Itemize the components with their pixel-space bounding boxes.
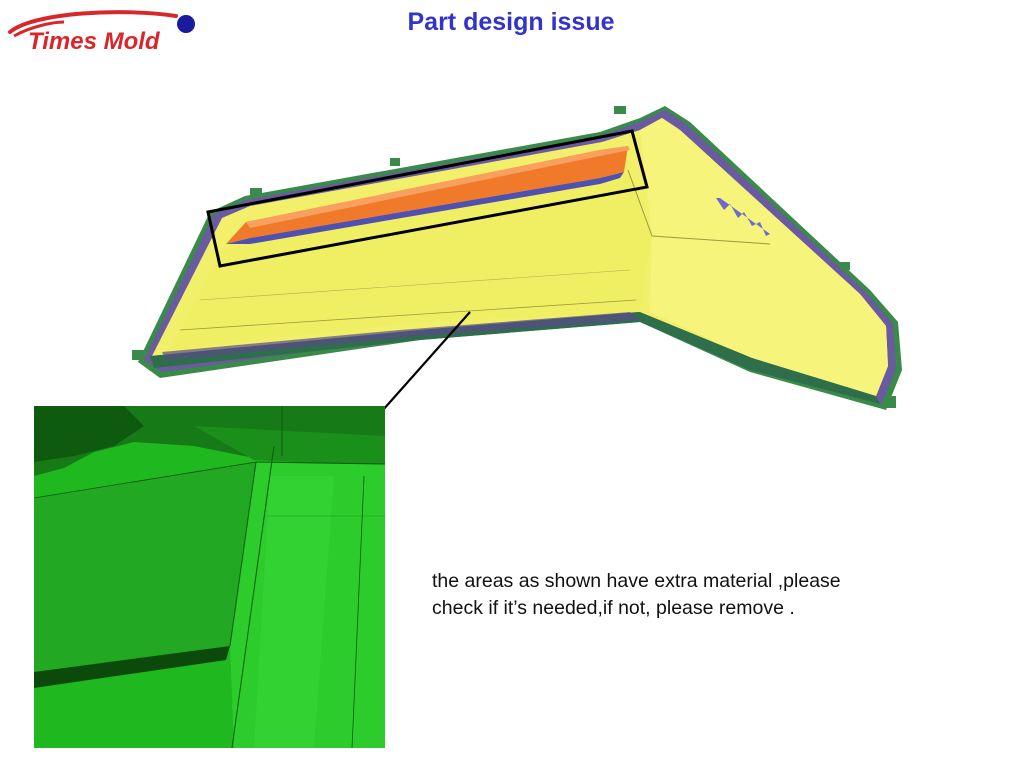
- logo-wordmark: Times Mold: [28, 28, 161, 55]
- zoom-detail-image: [34, 406, 385, 748]
- note-line-1: the areas as shown have extra material ,…: [432, 570, 841, 592]
- slide-title: Part design issue: [407, 8, 615, 36]
- times-mold-logo: Times Mold: [4, 6, 200, 56]
- issue-callout-box: [206, 129, 649, 268]
- issue-note: the areas as shown have extra material ,…: [432, 568, 952, 622]
- note-line-2: check if it’s needed,if not, please remo…: [432, 597, 795, 619]
